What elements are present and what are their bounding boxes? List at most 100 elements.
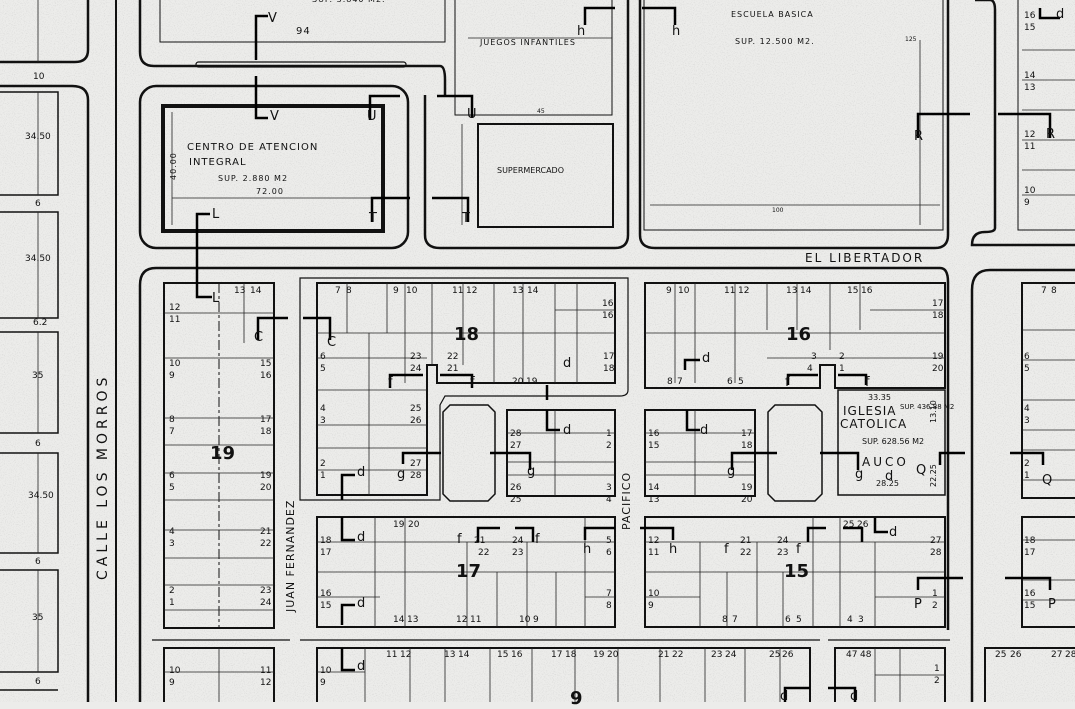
lot-number: 19 [932,352,944,362]
lot-number: 3 [320,416,326,426]
lot-number: 18 [932,311,944,321]
lot-number: 18 [1024,536,1036,546]
escuela-name: ESCUELA BASICA [731,10,814,19]
lot-number: 14 [648,483,660,493]
lot-number: 15 [648,441,660,451]
lot-number: 14 [458,650,470,660]
lot-number: 28 [410,471,422,481]
section-cut-markers [195,6,1060,702]
lot-number: 10 [519,615,531,625]
lot-number: 3 [811,352,817,362]
lot-number: 13 [1024,83,1036,93]
section-mark-d: d [357,465,366,480]
lot-number: 4 [807,364,813,374]
lot-number: 15 [497,650,509,660]
lot-number: 13 [407,615,419,625]
lot-number: 12 [1024,130,1036,140]
section-mark-g: g [727,464,736,479]
lot-number: 9 [169,371,175,381]
section-mark-h: h [669,542,678,557]
lot-number: 14 [393,615,405,625]
lot-number: 24 [260,598,272,608]
lot-number: 11 [724,286,736,296]
lot-number: 25 [769,650,781,660]
auco-dim-w: 28.25 [876,479,899,488]
lot-number: 9 [533,615,539,625]
lot-number: 1 [934,664,940,674]
lot-number: 3 [858,615,864,625]
section-mark-r: R [914,129,924,144]
section-mark-f: f [796,542,801,557]
lot-number: 9 [320,678,326,688]
lot-number: 21 [447,364,459,374]
section-mark-q: Q [1042,473,1053,488]
lot-number: 7 [677,377,683,387]
lot-number: 18 [565,650,577,660]
lot-number: 20 [741,495,753,505]
lot-number: 11 [452,286,464,296]
section-mark-d: d [700,423,709,438]
lot-number: 13 [648,495,660,505]
lot-number: 27 [1051,650,1063,660]
lot-number: 11 [260,666,272,676]
lot-number: 27 [410,459,422,469]
lot-number: 21 [740,536,752,546]
lot-number: 8 [667,377,673,387]
lot-number: 17 [603,352,615,362]
lot-number: 14 [250,286,262,296]
lot-number: 12 [260,678,272,688]
lot-number: 2 [606,441,612,451]
lot-number: 19 [593,650,605,660]
lot-number: 26 [782,650,794,660]
section-mark-f: f [865,375,870,390]
lot-number: 4 [1024,404,1030,414]
lot-number: 9 [666,286,672,296]
lot-number: 48 [860,650,872,660]
auco-dim-h: 22.25 [929,464,938,487]
lot-number: 15 [1024,23,1036,33]
left-dim: 34.50 [25,254,51,264]
lot-number: 5 [738,377,744,387]
lot-number: 7 [335,286,341,296]
section-mark-q: Q [916,463,927,478]
lot-number: 12 [400,650,412,660]
section-mark-v: V [268,11,277,26]
lot-number: 2 [1024,459,1030,469]
lot-number: 17 [741,429,753,439]
lot-number: 16 [320,589,332,599]
lot-number: 13 [234,286,246,296]
lot-number: 8 [169,415,175,425]
lot-number: 2 [932,601,938,611]
lot-number: 4 [320,404,326,414]
centro-width: 72.00 [256,187,284,196]
lot-number: 10 [648,589,660,599]
lot-number: 22 [740,548,752,558]
section-mark-v: V [270,109,279,124]
lot-number: 7 [732,615,738,625]
centro-name-line1: CENTRO DE ATENCION [187,142,319,153]
left-dim: 34.50 [25,132,51,142]
escuela-dim-h: 125 [905,36,917,43]
lot-number: 10 [320,666,332,676]
lot-number: 16 [1024,589,1036,599]
section-mark-f: f [785,375,790,390]
lot-number: 25 [843,520,855,530]
lot-number: 17 [260,415,272,425]
section-mark-d: d [1056,7,1065,22]
section-mark-p: P [1048,597,1056,612]
lot-number: 6 [320,352,326,362]
lot-number: 17 [1024,548,1036,558]
lot-number: 25 [410,404,422,414]
block-15-number: 15 [784,561,810,582]
lot-number: 7 [1041,286,1047,296]
lot-number: 28 [1065,650,1075,660]
lot-number: 20 [408,520,420,530]
supermercado-name: SUPERMERCADO [497,166,565,175]
section-mark-u: U [467,107,477,122]
lot-number: 1 [839,364,845,374]
left-dim: 6 [35,439,41,449]
lot-number: 2 [839,352,845,362]
lot-number: 22 [478,548,490,558]
lot-number: 7 [606,589,612,599]
street-el-libertador: EL LIBERTADOR [805,251,925,265]
